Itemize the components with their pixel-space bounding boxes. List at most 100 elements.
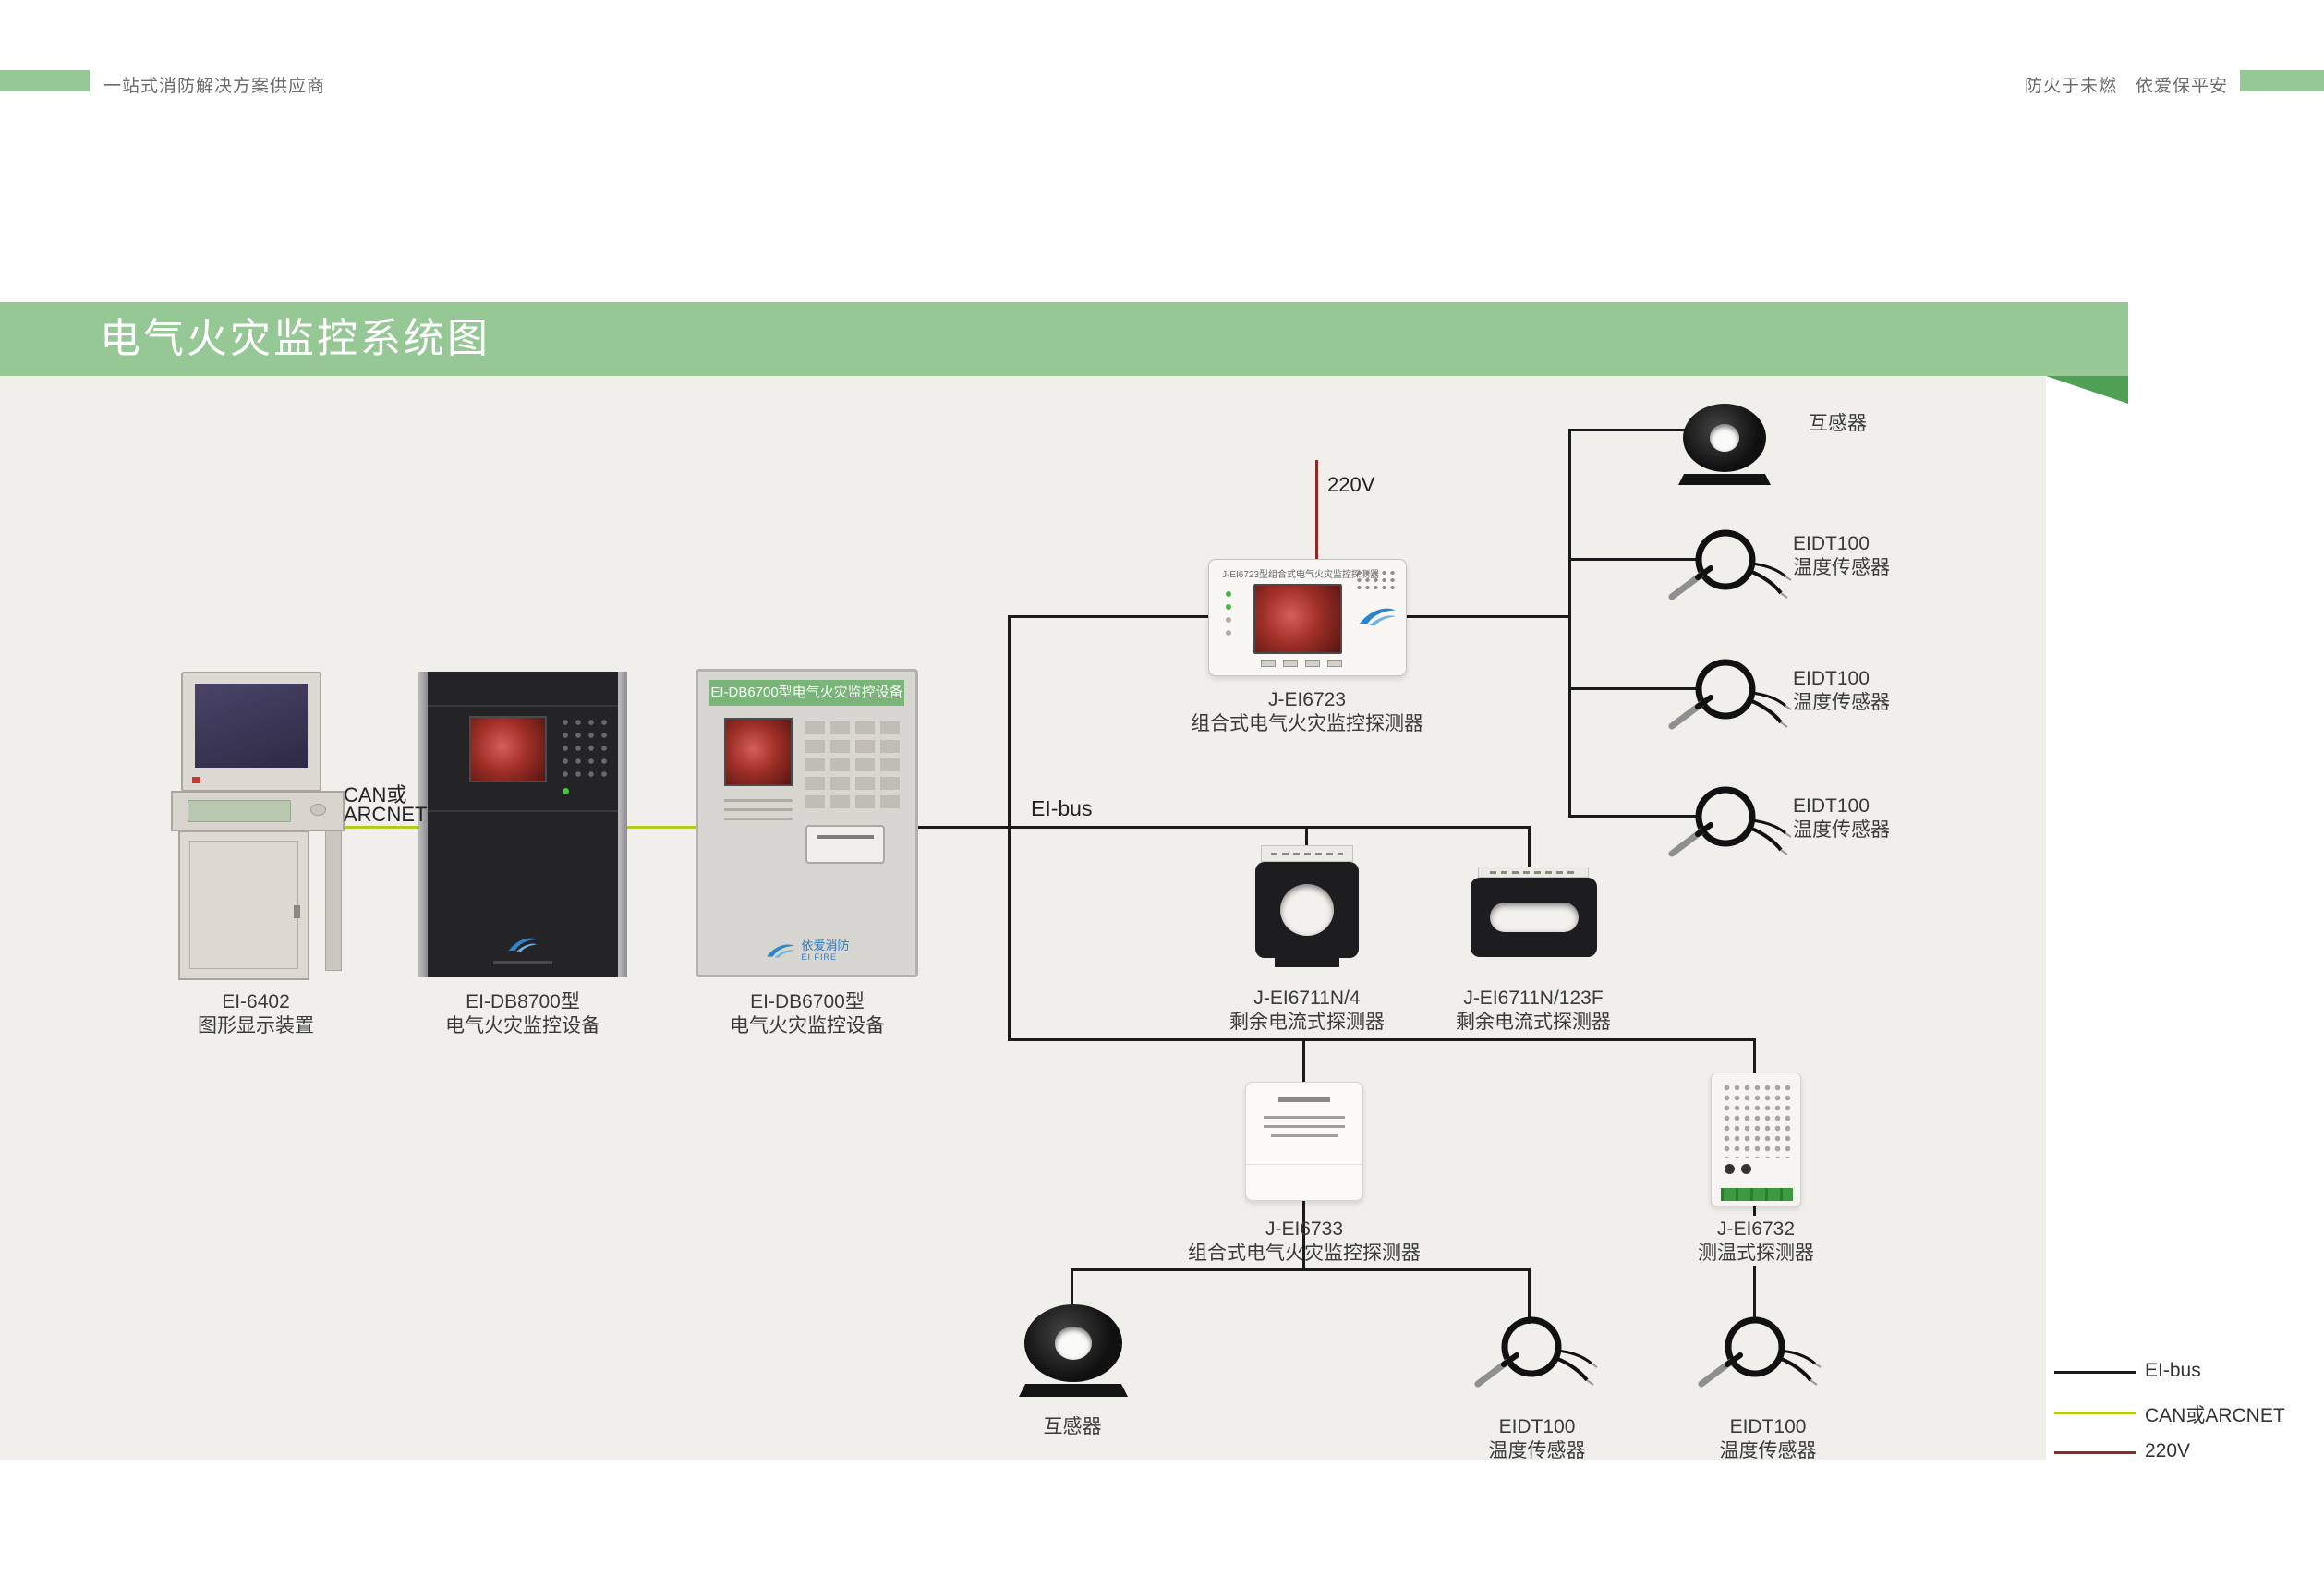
db8700-cabinet — [418, 672, 627, 977]
wire-stub-transformer-bottom — [1071, 1268, 1073, 1307]
ei6732-label: J-EI6732 测温式探测器 — [1698, 1218, 1814, 1266]
workstation-cabinet-door — [189, 841, 298, 969]
ei6402-model: EI-6402 — [222, 991, 290, 1012]
db6700-indicator-3 — [724, 818, 793, 820]
ei6723-detector: J-EI6723型组合式电气火灾监控探测器 — [1208, 559, 1407, 676]
speaker-grille — [1355, 569, 1396, 591]
ei6723-buttons — [1261, 660, 1342, 667]
wire-branch-transformer — [1568, 429, 1707, 431]
eidt100-name: 温度传感器 — [1793, 692, 1890, 713]
transformer-hole — [1055, 1327, 1092, 1360]
can-label-line1: CAN或 — [344, 783, 407, 806]
led-indicator — [1226, 604, 1231, 610]
db8700-name: 电气火灾监控设备 — [445, 1015, 600, 1036]
ei6733-text-line — [1271, 1134, 1338, 1137]
eidt100-label-2: EIDT100 温度传感器 — [1793, 667, 1890, 715]
banner-fold-triangle — [2046, 376, 2128, 404]
wire-ei6723-right — [1407, 615, 1570, 618]
legend-label-can: CAN或ARCNET — [2145, 1405, 2285, 1426]
ei6733-logo-bar — [1278, 1097, 1330, 1102]
header-tagline-left: 一站式消防解决方案供应商 — [103, 77, 326, 96]
transformer-base — [1678, 474, 1771, 485]
current-transformer-top — [1676, 404, 1773, 485]
wire-stub-ei6711n4 — [1305, 826, 1308, 855]
led-indicator — [1226, 617, 1231, 623]
ei6711n123f-detector — [1471, 867, 1597, 957]
eidt100-sensor-2 — [1668, 659, 1792, 730]
wire-eibus-main — [917, 826, 1530, 829]
db6700-printer — [805, 825, 885, 864]
brand-name: 依爱消防 — [801, 939, 850, 952]
ei6732-name: 测温式探测器 — [1698, 1243, 1814, 1264]
transformer-base — [1019, 1384, 1128, 1397]
ei6723-name: 组合式电气火灾监控探测器 — [1191, 713, 1423, 734]
legend-line-220v — [2054, 1451, 2136, 1454]
db8700-label: EI-DB8700型 电气火灾监控设备 — [445, 990, 600, 1038]
brand-swoosh-icon — [1359, 608, 1396, 626]
ei6732-detector — [1711, 1073, 1801, 1206]
db6700-label: EI-DB6700型 电气火灾监控设备 — [730, 990, 885, 1038]
wire-can-2 — [626, 826, 696, 829]
ei6732-hole-2 — [1741, 1164, 1751, 1174]
wire-eibus-junction-vertical — [1008, 615, 1011, 1040]
wire-stub-ei6733 — [1302, 1038, 1305, 1084]
db8700-nameplate — [493, 961, 552, 964]
header-tagline-right: 防火于未燃 依爱保平安 — [2024, 77, 2228, 96]
legend-label-eibus: EI-bus — [2145, 1360, 2201, 1381]
eidt100-label-bottom-1: EIDT100 温度传感器 — [1489, 1415, 1586, 1463]
ei6732-terminal-strip — [1721, 1188, 1793, 1201]
ei6402-label: EI-6402 图形显示装置 — [198, 990, 314, 1038]
wire-branch-sensor2 — [1568, 687, 1701, 690]
ei6711n4-body — [1255, 862, 1359, 958]
legend-line-eibus — [2054, 1371, 2136, 1374]
header-accent-bar-left — [0, 70, 90, 91]
ei6723-led-column — [1226, 591, 1231, 643]
eidt100-name: 温度传感器 — [1719, 1440, 1817, 1461]
db8700-model: EI-DB8700型 — [466, 991, 580, 1012]
wire-can-1 — [342, 826, 419, 829]
db8700-seam-1 — [428, 705, 618, 707]
current-transformer-bottom — [1016, 1304, 1131, 1397]
ei6733-label: J-EI6733 组合式电气火灾监控探测器 — [1188, 1218, 1421, 1266]
ei6732-hole-1 — [1725, 1164, 1735, 1174]
workstation-screen — [195, 684, 308, 768]
ei6732-perforation-grid — [1722, 1083, 1792, 1158]
db6700-indicator-1 — [724, 799, 793, 802]
eidt100-name: 温度传感器 — [1793, 819, 1890, 841]
ei6711n4-hole — [1280, 884, 1334, 936]
eidt100-label-bottom-2: EIDT100 温度传感器 — [1720, 1415, 1817, 1463]
wire-branch-sensor1 — [1568, 558, 1701, 561]
wire-right-trunk — [1568, 429, 1571, 818]
transformer-bottom-label: 互感器 — [1043, 1416, 1102, 1437]
db8700-display — [469, 716, 547, 782]
db8700-rail-left — [418, 672, 428, 977]
db6700-name: 电气火灾监控设备 — [730, 1015, 885, 1036]
ei6723-display — [1253, 584, 1342, 654]
ei6733-model: J-EI6733 — [1265, 1218, 1344, 1240]
ei6711n4-model: J-EI6711N/4 — [1253, 988, 1361, 1009]
legend-line-can — [2054, 1412, 2136, 1414]
ei6732-model: J-EI6732 — [1716, 1218, 1796, 1240]
db8700-status-led — [563, 788, 569, 794]
ei6711n123f-label-strip — [1478, 867, 1589, 878]
transformer-top-label: 互感器 — [1809, 413, 1867, 434]
ei6711n4-label-strip — [1261, 845, 1353, 862]
legend-label-220v: 220V — [2145, 1440, 2191, 1461]
eidt100-sensor-bottom-1 — [1474, 1316, 1598, 1388]
wire-220v — [1315, 460, 1318, 560]
brand-name-en: EI FIRE — [801, 952, 838, 962]
db8700-rail-right — [618, 672, 627, 977]
wire-bottom-branch — [1071, 1268, 1531, 1271]
eidt100-sensor-bottom-2 — [1698, 1316, 1822, 1388]
db8700-button-grid — [559, 716, 612, 782]
ei6711n123f-name: 剩余电流式探测器 — [1456, 1012, 1611, 1033]
led-indicator — [1226, 630, 1231, 636]
db8700-seam-2 — [428, 810, 618, 812]
db6700-indicator-2 — [724, 808, 793, 811]
workstation-cabinet — [178, 830, 309, 980]
db6700-printer-slot — [817, 835, 874, 839]
ei6723-label: J-EI6723 组合式电气火灾监控探测器 — [1191, 688, 1423, 736]
transformer-ring — [1683, 404, 1766, 472]
ei6711n4-name: 剩余电流式探测器 — [1229, 1012, 1385, 1033]
page-title: 电气火灾监控系统图 — [100, 316, 490, 361]
